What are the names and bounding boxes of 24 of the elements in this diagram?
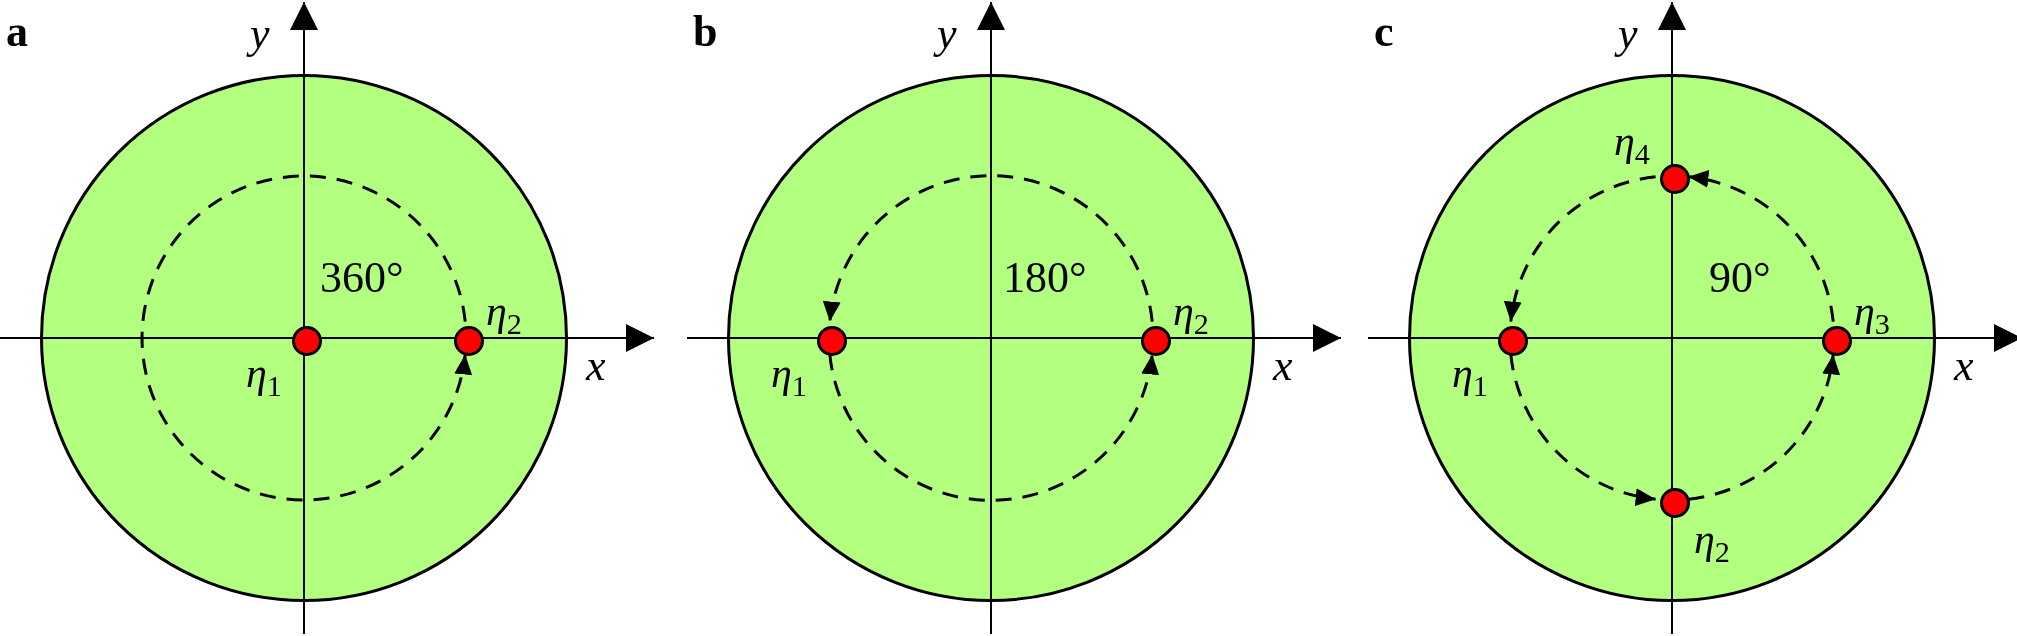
axis-label: x — [586, 344, 606, 388]
point-label: η$_{1}$ — [246, 352, 282, 394]
axis-label: x — [1954, 344, 1974, 388]
angle-label: 180° — [1003, 256, 1087, 300]
angle-label: 360° — [320, 256, 404, 300]
dashed-arrow — [1509, 354, 1656, 505]
dashed-arrow — [828, 354, 1158, 502]
dashed-arrow — [824, 174, 1154, 322]
point-label: η$_{1}$ — [1452, 352, 1488, 394]
point-label: η$_{2}$ — [486, 290, 522, 332]
point-label: η$_{4}$ — [1614, 120, 1650, 162]
point-label: η$_{1}$ — [771, 352, 807, 394]
point-label: η$_{3}$ — [1854, 290, 1890, 332]
dashed-arrow — [1688, 354, 1839, 501]
axis-label: x — [1273, 344, 1293, 388]
point-label: η$_{2}$ — [1694, 518, 1730, 560]
panel-letter: a — [6, 10, 28, 54]
angle-label: 90° — [1709, 256, 1771, 300]
panel-letter: b — [693, 10, 718, 54]
dashed-arrow — [1688, 171, 1835, 322]
dashed-arrow — [1505, 175, 1656, 322]
panel-letter: c — [1374, 10, 1394, 54]
dashed-arrow — [140, 174, 471, 502]
point-label: η$_{2}$ — [1173, 290, 1209, 332]
